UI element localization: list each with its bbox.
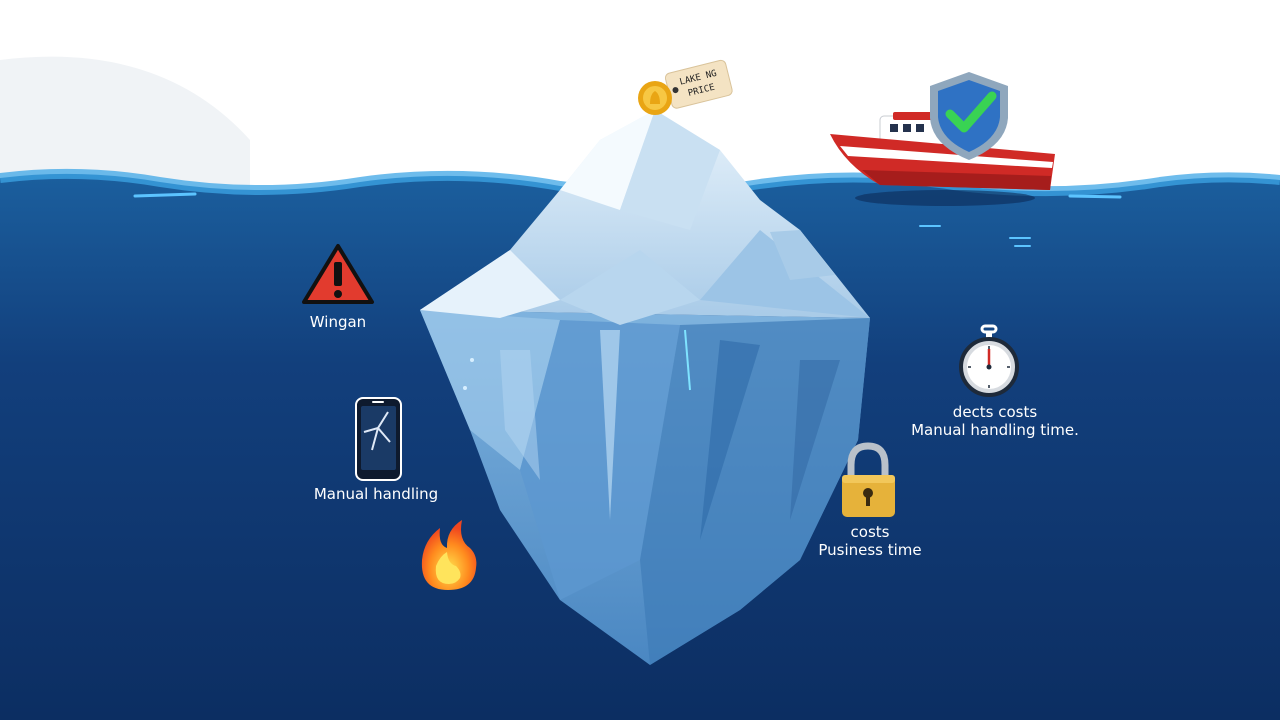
sky-haze bbox=[0, 56, 250, 200]
warning-triangle-icon bbox=[302, 244, 374, 304]
phone-label: Manual handling bbox=[313, 485, 439, 503]
padlock-icon bbox=[842, 442, 895, 517]
wave-line bbox=[1068, 194, 1122, 199]
iceberg bbox=[420, 110, 870, 665]
price-tag: LAKE NG PRICE bbox=[638, 59, 733, 115]
shield-check-icon bbox=[930, 72, 1008, 160]
wave-line bbox=[919, 225, 1031, 247]
padlock-label-line1: costs bbox=[850, 523, 890, 541]
boat-icon bbox=[830, 112, 1055, 206]
coin-icon bbox=[638, 81, 672, 115]
padlock-label: costs Pusiness time bbox=[800, 523, 940, 559]
wave-line bbox=[133, 192, 197, 198]
stopwatch-label-line1: dects costs bbox=[952, 403, 1038, 421]
stopwatch-label-line2: Manual handling time. bbox=[911, 421, 1079, 439]
broken-phone-icon bbox=[355, 397, 402, 481]
stopwatch-icon bbox=[959, 324, 1019, 397]
fire-icon bbox=[421, 520, 477, 590]
padlock-label-line2: Pusiness time bbox=[818, 541, 922, 559]
stopwatch-label: dects costs Manual handling time. bbox=[900, 403, 1090, 439]
warning-label: Wingan bbox=[309, 313, 367, 331]
